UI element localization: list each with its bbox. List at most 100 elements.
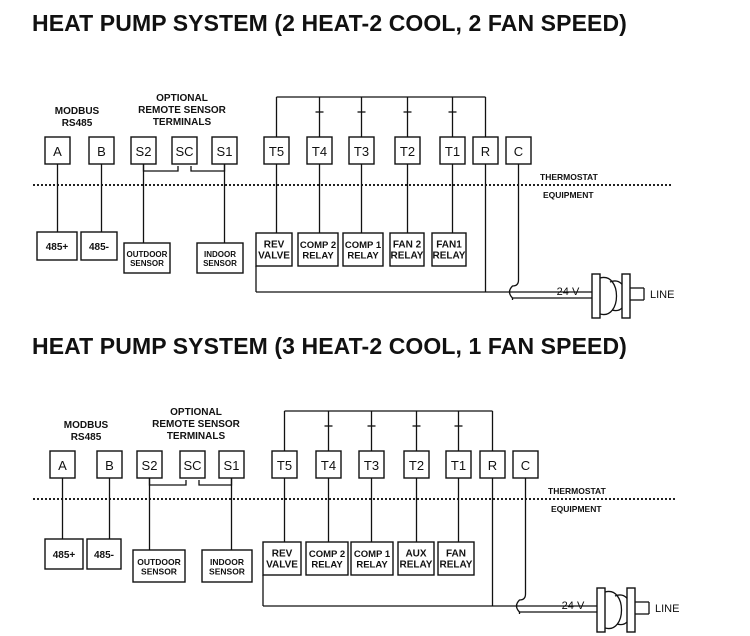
- terminal-label-t1: T1: [445, 144, 460, 159]
- equipment-label-aux: AUX: [405, 549, 426, 560]
- terminal-label-sc: SC: [183, 458, 201, 473]
- equipment-label-rev: REV: [272, 549, 293, 560]
- transformer-core: [599, 277, 618, 315]
- remote-sensor-label: TERMINALS: [167, 431, 226, 442]
- terminal-label-r: R: [488, 458, 497, 473]
- terminal-label-sc: SC: [175, 144, 193, 159]
- terminal-a: [49, 450, 76, 479]
- terminal-label-t5: T5: [277, 458, 292, 473]
- terminal-s1: [211, 136, 238, 165]
- equipment-label-relay: RELAY: [433, 251, 466, 262]
- terminal-label-t4: T4: [321, 458, 336, 473]
- equipment-label-relay: RELAY: [347, 250, 379, 261]
- terminal-t4: [306, 136, 333, 165]
- terminal-label-a: A: [53, 144, 62, 159]
- terminal-t1: [445, 450, 472, 479]
- equipment-label-485: 485+: [46, 242, 69, 253]
- terminal-label-s1: S1: [224, 458, 240, 473]
- remote-sensor-label: TERMINALS: [153, 117, 212, 128]
- modbus-label: RS485: [71, 432, 102, 443]
- terminal-label-t1: T1: [451, 458, 466, 473]
- equipment-label-sensor: SENSOR: [130, 259, 164, 268]
- remote-sensor-label: REMOTE SENSOR: [152, 419, 241, 430]
- terminal-s1: [218, 450, 245, 479]
- terminal-label-t3: T3: [354, 144, 369, 159]
- diagram-2-title: HEAT PUMP SYSTEM (3 HEAT-2 COOL, 1 FAN S…: [32, 333, 627, 359]
- equipment-label-rev: REV: [264, 240, 285, 251]
- equipment-label-valve: VALVE: [258, 251, 290, 262]
- terminal-s2: [130, 136, 157, 165]
- equipment-label-relay: RELAY: [391, 251, 424, 262]
- modbus-label: RS485: [62, 118, 93, 129]
- line-label: LINE: [650, 289, 674, 301]
- equipment-label-comp-2: COMP 2: [300, 240, 336, 251]
- equipment-fan1-relay: [431, 232, 467, 267]
- equipment-label-outdoor: OUTDOOR: [137, 557, 180, 567]
- terminal-t5: [263, 136, 290, 165]
- terminal-r: [472, 136, 499, 165]
- equipment-fan-2-relay: [389, 232, 425, 267]
- equipment-label-relay: RELAY: [356, 559, 388, 570]
- transformer-secondary: [626, 587, 636, 633]
- terminal-label-t4: T4: [312, 144, 327, 159]
- equipment-outdoor-sensor: [123, 242, 171, 274]
- equipment-label-fan: FAN: [446, 549, 466, 560]
- modbus-label: MODBUS: [64, 420, 109, 431]
- terminal-label-t3: T3: [364, 458, 379, 473]
- remote-sensor-label: OPTIONAL: [170, 407, 222, 418]
- equipment-comp-2-relay: [305, 541, 349, 576]
- equipment-label-relay: RELAY: [302, 250, 334, 261]
- terminal-t3: [348, 136, 375, 165]
- equipment-485: [86, 538, 122, 570]
- terminal-label-a: A: [58, 458, 67, 473]
- equipment-label-comp-1: COMP 1: [354, 549, 391, 560]
- equipment-rev-valve: [262, 541, 302, 576]
- voltage-label: 24 V: [557, 286, 580, 298]
- equipment-label-485: 485-: [89, 242, 109, 253]
- terminal-t2: [403, 450, 430, 479]
- equipment-label: EQUIPMENT: [551, 504, 602, 514]
- modbus-label: MODBUS: [55, 106, 100, 117]
- equipment-label-sensor: SENSOR: [203, 259, 237, 268]
- c-wire: [508, 164, 592, 299]
- equipment-label-fan-2: FAN 2: [393, 240, 422, 251]
- equipment-label-valve: VALVE: [266, 560, 298, 571]
- sc-bracket: [142, 164, 179, 172]
- terminal-sc: [171, 136, 198, 165]
- terminal-b: [88, 136, 115, 165]
- terminal-label-s2: S2: [142, 458, 158, 473]
- equipment-label-indoor: INDOOR: [204, 250, 236, 259]
- terminal-c: [512, 450, 539, 479]
- terminal-r: [479, 450, 506, 479]
- terminal-label-b: B: [97, 144, 106, 159]
- transformer-secondary: [621, 273, 631, 319]
- equipment-label-sensor: SENSOR: [141, 566, 177, 576]
- equipment-indoor-sensor: [196, 242, 244, 274]
- equipment-fan-relay: [437, 541, 475, 576]
- equipment-indoor-sensor: [201, 549, 253, 583]
- terminal-label-t2: T2: [400, 144, 415, 159]
- line-label: LINE: [655, 603, 679, 615]
- equipment-label: EQUIPMENT: [543, 190, 594, 200]
- equipment-label-fan1: FAN1: [436, 240, 462, 251]
- voltage-label: 24 V: [562, 600, 585, 612]
- terminal-t4: [315, 450, 342, 479]
- equipment-label-485: 485-: [94, 550, 114, 561]
- transformer-primary: [596, 587, 606, 633]
- terminal-label-r: R: [481, 144, 490, 159]
- terminal-s2: [136, 450, 163, 479]
- equipment-label-relay: RELAY: [440, 560, 473, 571]
- diagram-1-title: HEAT PUMP SYSTEM (2 HEAT-2 COOL, 2 FAN S…: [32, 10, 627, 36]
- equipment-outdoor-sensor: [132, 549, 186, 583]
- equipment-label-comp-2: COMP 2: [309, 549, 345, 560]
- equipment-rev-valve: [255, 232, 293, 267]
- thermostat-label: THERMOSTAT: [540, 172, 599, 182]
- equipment-485: [80, 231, 118, 261]
- equipment-label-485: 485+: [53, 550, 76, 561]
- equipment-comp-1-relay: [342, 232, 384, 267]
- equipment-comp-2-relay: [297, 232, 339, 267]
- sc-bracket: [148, 478, 187, 486]
- sc-bracket: [198, 478, 233, 486]
